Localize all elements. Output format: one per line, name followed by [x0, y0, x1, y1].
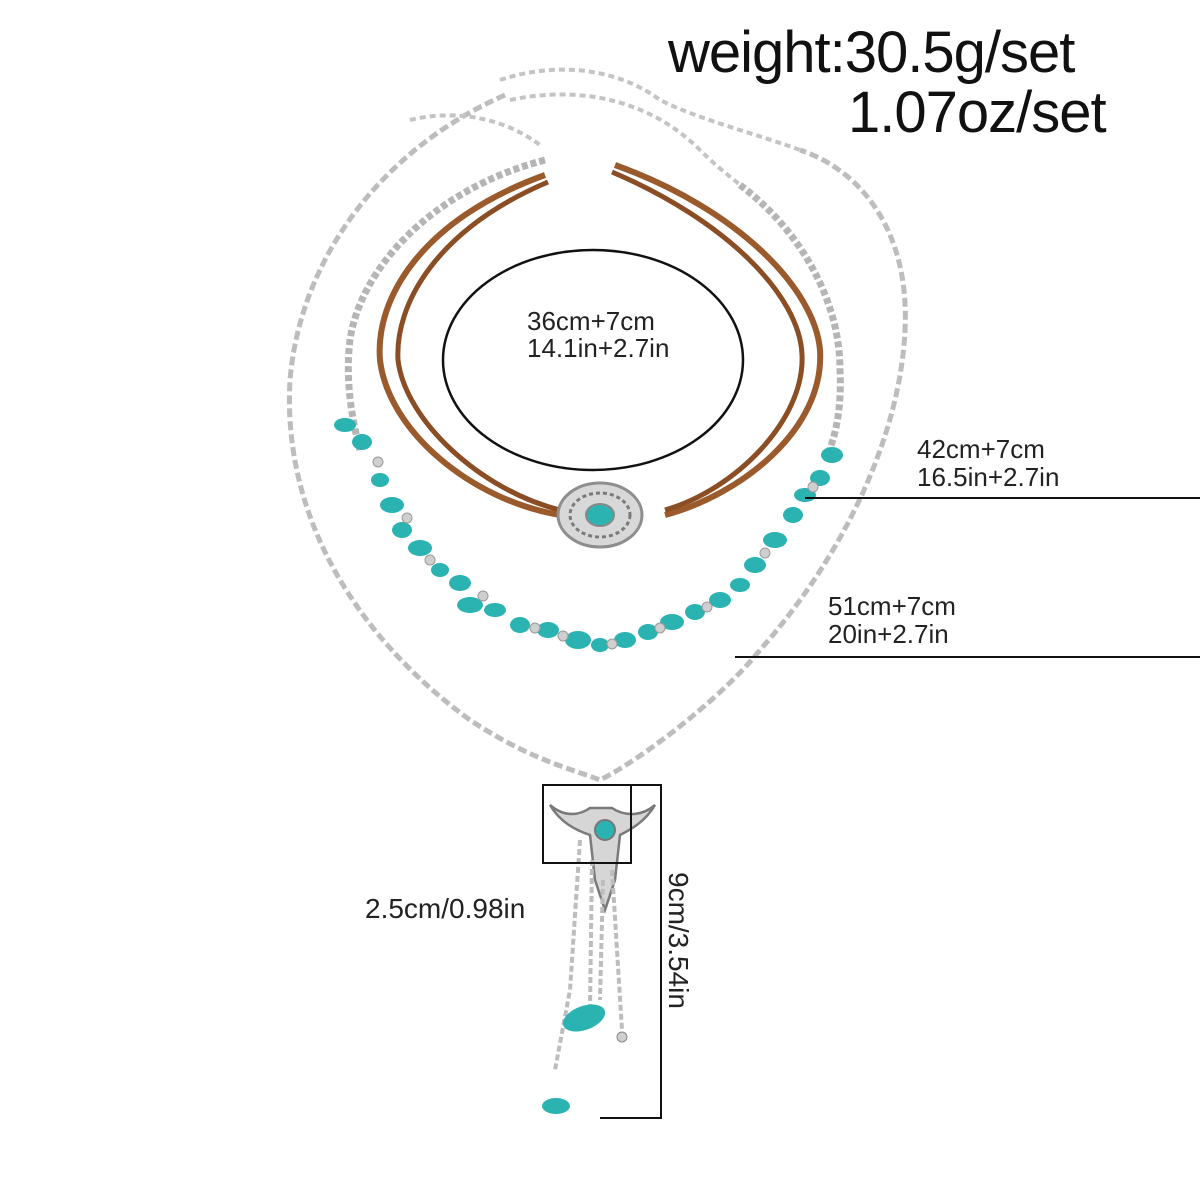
pendant-height-bracket [600, 784, 662, 1119]
long-chain-extender [499, 67, 801, 152]
chain-length-in: 20in+2.7in [828, 619, 949, 649]
suede-choker [376, 162, 824, 518]
bull-skull-pendant [548, 804, 657, 914]
beaded-length-cm: 42cm+7cm [917, 434, 1045, 464]
chain-length-cm: 51cm+7cm [828, 591, 956, 621]
pendant-width-box [542, 784, 632, 864]
long-chain [286, 92, 908, 783]
bead-extender [409, 92, 742, 187]
beaded-length-in: 16.5in+2.7in [917, 462, 1060, 492]
weight-ounces: 1.07oz/set [848, 80, 1107, 145]
turquoise-chips [334, 418, 843, 652]
pendant-width-label: 2.5cm/0.98in [365, 893, 526, 924]
concho-pendant [556, 481, 644, 549]
tassel-turquoise [542, 1004, 606, 1114]
tassel-chains [553, 839, 624, 1071]
pendant-height-label: 9cm/3.54in [663, 872, 694, 1009]
choker-size-outline [441, 248, 745, 472]
bead-strand [344, 156, 844, 462]
weight-grams: weight:30.5g/set [668, 20, 1075, 85]
choker-length-cm: 36cm+7cm [527, 306, 655, 336]
silver-spacer-beads [372, 456, 819, 650]
choker-length-in: 14.1in+2.7in [527, 333, 670, 363]
